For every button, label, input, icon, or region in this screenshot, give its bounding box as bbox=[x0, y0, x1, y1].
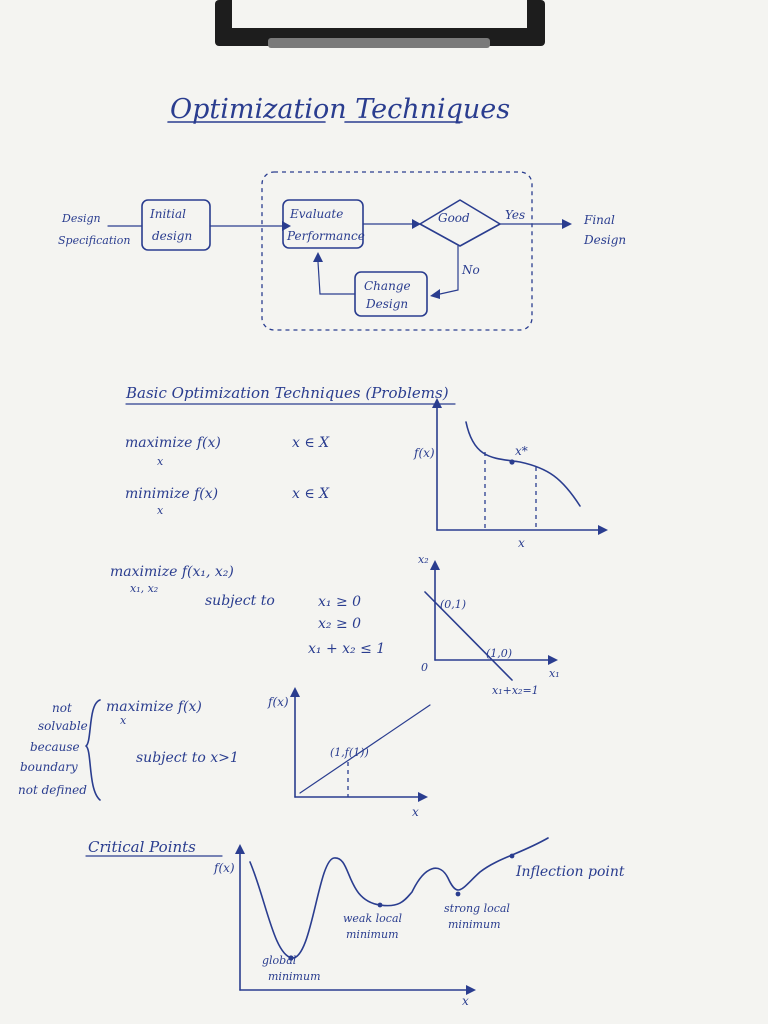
graph1-curve bbox=[465, 421, 581, 507]
initial-design-box bbox=[141, 199, 211, 251]
minimize-expr: minimize f(x) bbox=[125, 486, 218, 502]
strong-min-line2: minimum bbox=[448, 918, 501, 931]
graph2-line-equation: x₁+x₂=1 bbox=[492, 684, 539, 697]
minimize-sub: x bbox=[157, 504, 164, 517]
unsolvable-objective-sub: x bbox=[120, 714, 127, 727]
note-line3: because bbox=[30, 740, 80, 754]
inflection-label: Inflection point bbox=[515, 864, 625, 880]
good-label: Good bbox=[438, 211, 470, 225]
graph2-y-label: x₂ bbox=[418, 553, 429, 566]
maximize-sub: x bbox=[157, 455, 164, 468]
maximize-domain: x ∈ X bbox=[292, 435, 330, 451]
change-to-evaluate-arrow bbox=[317, 261, 356, 295]
constraint-1: x₁ ≥ 0 bbox=[318, 594, 361, 610]
design-spec-line1: Design bbox=[61, 212, 101, 225]
unsolvable-section: not solvable because boundary not define… bbox=[18, 687, 431, 819]
weak-min-line2: minimum bbox=[346, 928, 399, 941]
initial-design-line2: design bbox=[152, 229, 192, 243]
graph1-guides bbox=[484, 452, 537, 530]
page-title: Optimization Techniques bbox=[170, 94, 510, 125]
maximize-expr: maximize f(x) bbox=[125, 435, 221, 451]
clipboard-clip bbox=[215, 0, 545, 48]
weak-min-line1: weak local bbox=[343, 912, 403, 925]
evaluate-line2: Performance bbox=[286, 229, 365, 243]
constrained-section: maximize f(x₁, x₂) x₁, x₂ subject to x₁ … bbox=[110, 553, 560, 697]
strong-min-line1: strong local bbox=[444, 902, 510, 915]
graph3-point-label: (1,f(1)) bbox=[330, 746, 369, 759]
note-line1: not bbox=[52, 701, 72, 715]
graph2-constraint-line bbox=[424, 591, 513, 681]
graph4-y-label: f(x) bbox=[213, 861, 235, 875]
final-design-line1: Final bbox=[583, 213, 615, 227]
change-design-line1: Change bbox=[364, 279, 411, 293]
graph4-x-label: x bbox=[462, 994, 469, 1008]
graph3-line bbox=[299, 704, 431, 794]
graph2-x-label: x₁ bbox=[549, 667, 560, 680]
initial-design-line1: Initial bbox=[149, 207, 186, 221]
note-line4: boundary bbox=[20, 760, 78, 774]
graph1-point-label: x* bbox=[515, 444, 528, 458]
graph3-x-label: x bbox=[412, 805, 419, 819]
constraint-2: x₂ ≥ 0 bbox=[318, 616, 361, 632]
no-arrow bbox=[439, 245, 459, 295]
note-line5: not defined bbox=[18, 783, 87, 797]
iteration-loop-boundary bbox=[261, 171, 533, 331]
constraint-3: x₁ + x₂ ≤ 1 bbox=[308, 641, 385, 657]
design-spec-line2: Specification bbox=[58, 234, 130, 247]
note-brace bbox=[85, 699, 101, 801]
basic-heading: Basic Optimization Techniques (Problems) bbox=[125, 384, 449, 402]
change-design-line2: Design bbox=[365, 297, 408, 311]
subject-to-label: subject to bbox=[205, 593, 275, 609]
graph2-point-10: (1,0) bbox=[486, 647, 512, 660]
critical-points-section: Critical Points f(x) x Inflection point … bbox=[85, 837, 625, 1008]
graph2-origin: 0 bbox=[421, 661, 428, 674]
graph1-x-label: x bbox=[518, 536, 525, 550]
design-flow-diagram: Design Specification Initial design Eval… bbox=[58, 171, 626, 331]
critical-heading: Critical Points bbox=[88, 838, 196, 856]
unsolvable-constraint: subject to x>1 bbox=[136, 750, 239, 766]
final-design-line2: Design bbox=[583, 233, 626, 247]
yes-label: Yes bbox=[505, 208, 525, 222]
no-label: No bbox=[461, 263, 480, 277]
minimize-domain: x ∈ X bbox=[292, 486, 330, 502]
constrained-objective: maximize f(x₁, x₂) bbox=[110, 564, 234, 580]
basic-optimization-section: Basic Optimization Techniques (Problems)… bbox=[125, 384, 608, 550]
graph1-y-label: f(x) bbox=[413, 446, 435, 460]
graph2-point-01: (0,1) bbox=[440, 598, 466, 611]
unsolvable-objective: maximize f(x) bbox=[106, 699, 202, 715]
global-min-line2: minimum bbox=[268, 970, 321, 983]
evaluate-line1: Evaluate bbox=[289, 207, 343, 221]
graph4-curve bbox=[249, 837, 549, 959]
graph3-y-label: f(x) bbox=[267, 695, 289, 709]
global-min-line1: global bbox=[262, 954, 297, 967]
note-line2: solvable bbox=[38, 719, 88, 733]
constrained-objective-sub: x₁, x₂ bbox=[130, 582, 158, 595]
